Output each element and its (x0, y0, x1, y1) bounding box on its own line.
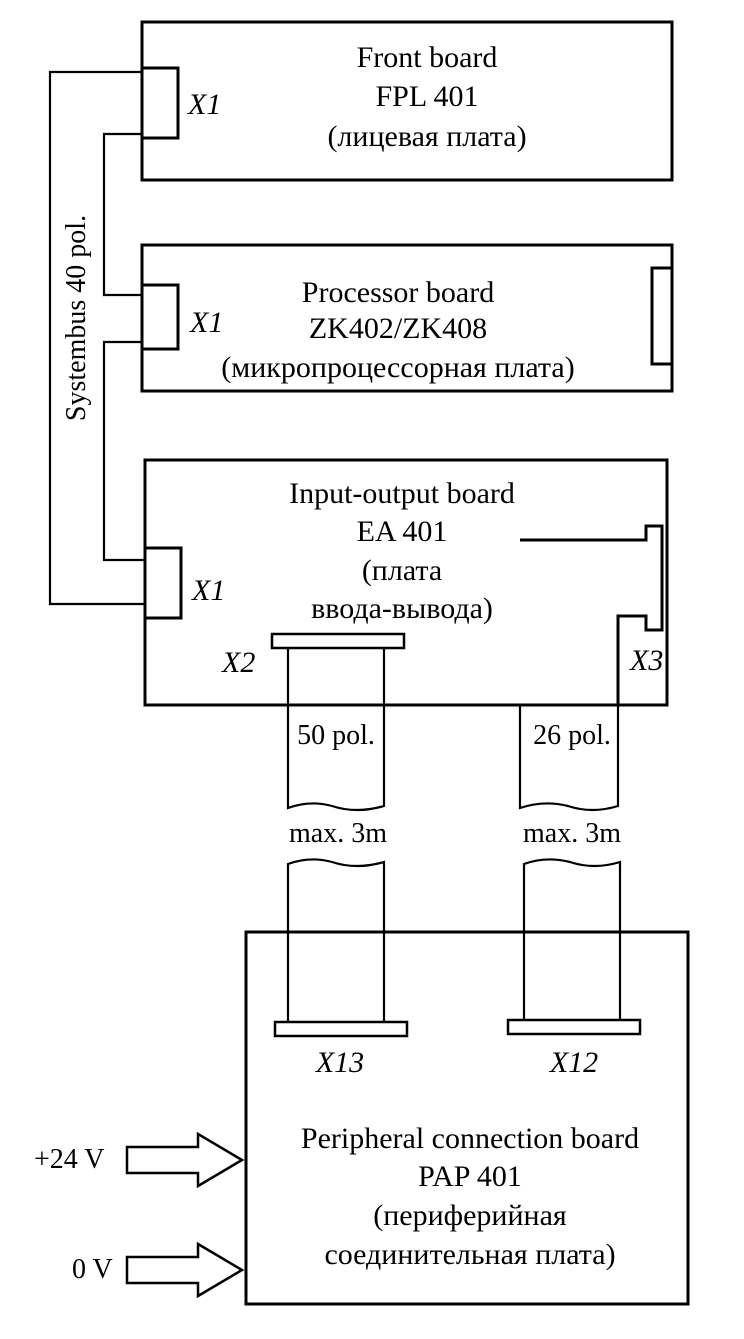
processor-board-x1-connector (140, 283, 180, 351)
bus-link-front-processor (102, 132, 142, 297)
io-board-x3-connector (520, 524, 664, 705)
processor-board: X1 Processor board ZK402/ZK408 (микропро… (140, 243, 674, 393)
cable-left-length: max. 3m (289, 818, 387, 849)
cable-right-lower (522, 858, 622, 1020)
bus-outer-line (48, 70, 145, 606)
power-zero-label: 0 V (72, 1254, 113, 1285)
power-zero-arrow-icon (125, 1241, 245, 1299)
io-board-x1-connector (143, 546, 183, 620)
io-board-x2-label: X2 (221, 646, 255, 679)
peripheral-board-subtitle-2: соединительная плата) (324, 1238, 615, 1271)
system-bus: Systembus 40 pol. (48, 70, 145, 606)
io-board-x1-label: X1 (191, 574, 225, 607)
bus-link-processor-io (102, 340, 145, 562)
io-board-title: Input-output board (289, 477, 515, 510)
io-board-x2-connector (270, 632, 406, 650)
front-board-subtitle: (лицевая плата) (327, 120, 526, 153)
io-board-subtitle-1: (плата (362, 554, 442, 587)
peripheral-board-x13-connector (273, 1020, 409, 1038)
front-board-title: Front board (357, 41, 498, 74)
power-plus-arrow-icon (125, 1131, 245, 1189)
bus-label: Systembus 40 pol. (61, 215, 92, 421)
cable-right-upper (518, 705, 620, 812)
peripheral-board-title: Peripheral connection board (301, 1122, 639, 1155)
processor-board-x1-label: X1 (189, 306, 223, 339)
peripheral-board-subtitle-1: (периферийная (373, 1199, 567, 1232)
cable-right: 26 pol. max. 3m (518, 705, 622, 1020)
power-plus-label: +24 V (34, 1144, 105, 1175)
peripheral-board-model: PAP 401 (418, 1160, 522, 1193)
cable-left-upper (286, 648, 386, 812)
peripheral-board-x12-connector (506, 1018, 642, 1036)
io-board: X1 Input-output board EA 401 (плата ввод… (143, 458, 669, 707)
io-board-subtitle-2: ввода-вывода) (311, 592, 493, 625)
cable-right-length: max. 3m (523, 818, 621, 849)
peripheral-board: X13 X12 Peripheral connection board PAP … (244, 930, 690, 1306)
peripheral-board-x12-label: X12 (549, 1046, 598, 1079)
cable-left-lower (286, 858, 386, 1022)
peripheral-board-frame (244, 930, 690, 1306)
front-board: X1 Front board FPL 401 (лицевая плата) (140, 20, 674, 182)
processor-board-side-slot (650, 266, 674, 366)
cable-left-pins: 50 pol. (297, 720, 375, 751)
processor-board-title: Processor board (302, 276, 494, 309)
peripheral-board-x13-label: X13 (315, 1046, 364, 1079)
io-board-x3-label: X3 (629, 644, 663, 677)
cable-left: 50 pol. max. 3m (286, 648, 387, 1022)
front-board-x1-connector (140, 66, 180, 140)
front-board-x1-label: X1 (187, 88, 221, 121)
power-inputs: +24 V 0 V (34, 1131, 245, 1299)
front-board-model: FPL 401 (375, 80, 478, 113)
io-board-model: EA 401 (357, 515, 448, 548)
processor-board-model: ZK402/ZK408 (309, 312, 487, 345)
processor-board-subtitle: (микропроцессорная плата) (221, 351, 574, 384)
cable-right-pins: 26 pol. (533, 720, 611, 751)
